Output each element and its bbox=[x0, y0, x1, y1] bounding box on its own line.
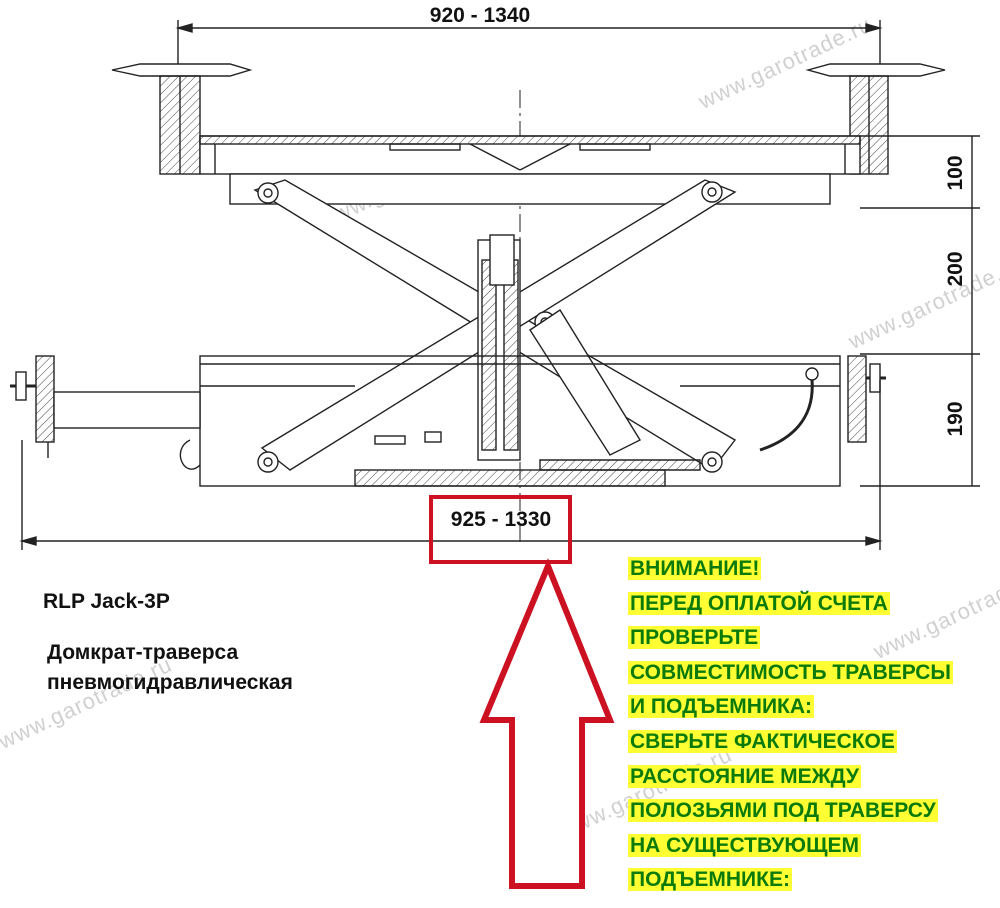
left-lift-rail bbox=[111, 63, 253, 175]
warning-line: ПЕРЕД ОПЛАТОЙ СЧЕТА bbox=[628, 591, 890, 615]
warning-arrow bbox=[479, 558, 615, 889]
right-extension-arm bbox=[759, 355, 886, 452]
dimension-height-label-100: 100 bbox=[944, 155, 967, 191]
dimension-bottom-label: 925 - 1330 bbox=[450, 508, 552, 531]
warning-line: РАССТОЯНИЕ МЕЖДУ bbox=[628, 764, 861, 788]
right-lift-rail bbox=[805, 63, 946, 175]
dimension-highlight-box bbox=[429, 495, 572, 564]
left-extension-arm bbox=[10, 355, 201, 458]
warning-line: ПОДЪЕМНИКЕ: bbox=[628, 868, 792, 892]
product-description-line: Домкрат-траверса bbox=[47, 641, 239, 664]
product-description: Домкрат-траверса пневмогидравлическая bbox=[47, 638, 293, 698]
product-model: RLP Jack-3P bbox=[43, 590, 170, 613]
dimension-top-label: 920 - 1340 bbox=[429, 4, 531, 27]
warning-line: СВЕРЬТЕ ФАКТИЧЕСКОЕ bbox=[628, 729, 897, 753]
dimension-top bbox=[175, 20, 883, 70]
warning-line: И ПОДЪЕМНИКА: bbox=[628, 695, 815, 719]
product-description-line: пневмогидравлическая bbox=[47, 671, 293, 694]
hydraulic-cylinder bbox=[477, 234, 641, 461]
top-platform bbox=[199, 135, 861, 205]
dimension-height-label-200: 200 bbox=[944, 251, 967, 287]
warning-line: НА СУЩЕСТВУЮЩЕМ bbox=[628, 833, 861, 857]
warning-line: СОВМЕСТИМОСТЬ ТРАВЕРСЫ bbox=[628, 660, 953, 684]
air-fittings bbox=[179, 431, 442, 470]
warning-line: ВНИМАНИЕ! bbox=[628, 557, 762, 580]
dimension-bottom bbox=[19, 380, 883, 550]
warning-notice: ВНИМАНИЕ! ПЕРЕД ОПЛАТОЙ СЧЕТА ПРОВЕРЬТЕ … bbox=[628, 556, 1000, 902]
dimension-height-label-190: 190 bbox=[944, 401, 967, 437]
warning-line: ПРОВЕРЬТЕ bbox=[628, 626, 761, 650]
warning-line: ПОЛОЗЬЯМИ ПОД ТРАВЕРСУ bbox=[628, 799, 938, 823]
